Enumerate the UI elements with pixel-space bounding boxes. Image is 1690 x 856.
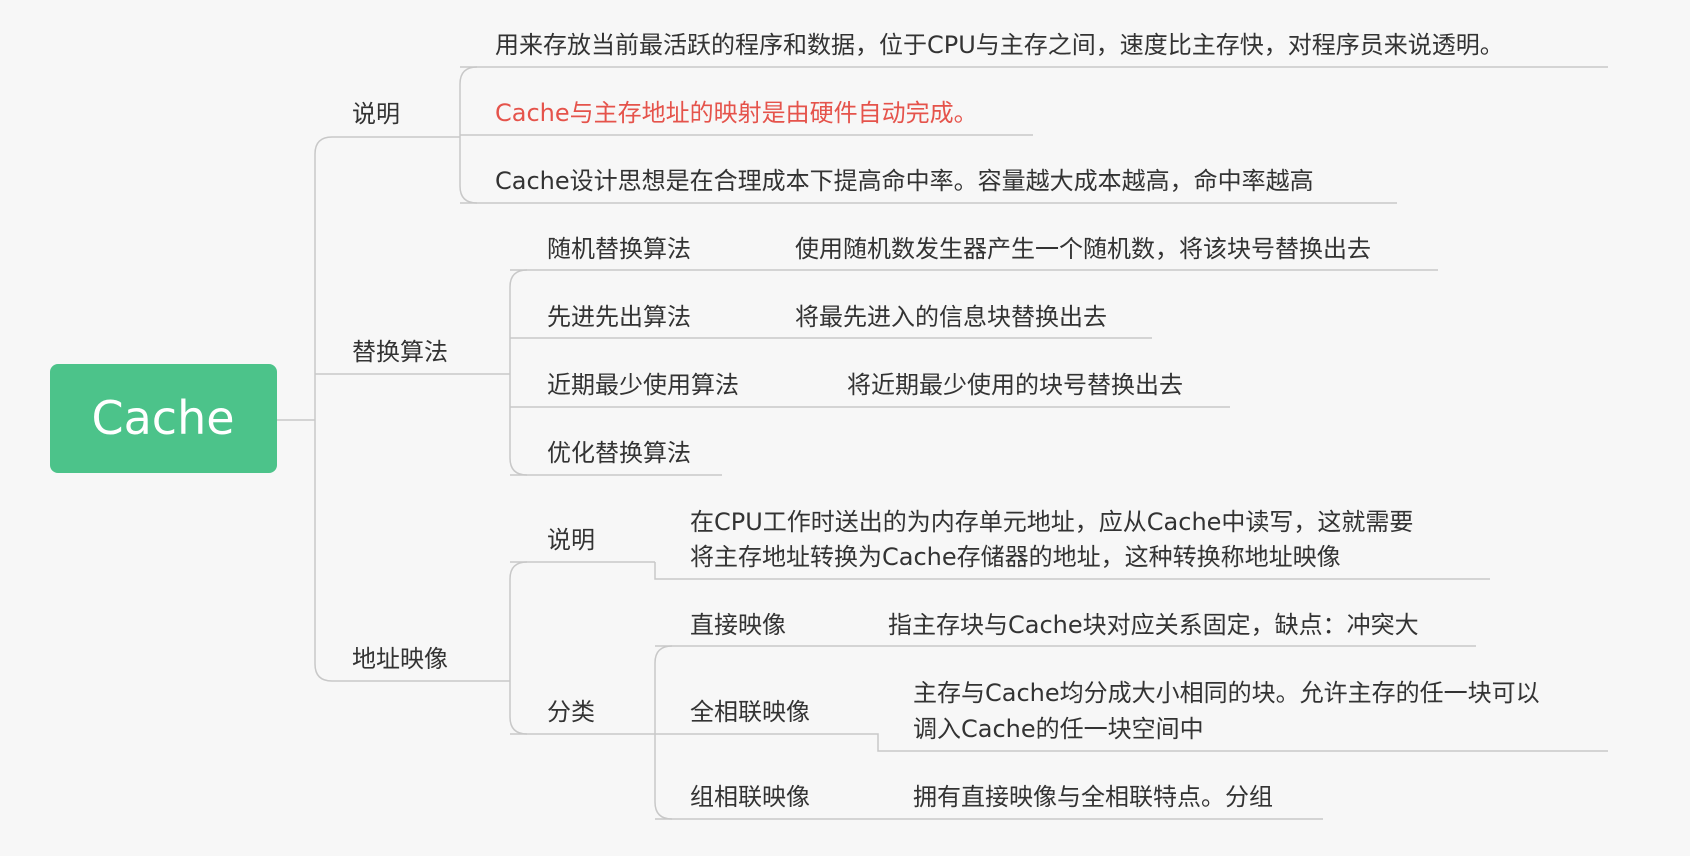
algo-fifo-label[interactable]: 先进先出算法: [547, 303, 691, 331]
root-label: Cache: [91, 391, 234, 445]
direct-mapping-label[interactable]: 直接映像: [690, 611, 786, 639]
set-associative-label[interactable]: 组相联映像: [690, 783, 810, 811]
branch-replacement-label[interactable]: 替换算法: [352, 338, 448, 366]
algo-random-desc[interactable]: 使用随机数发生器产生一个随机数，将该块号替换出去: [795, 235, 1371, 263]
connector-lines: [277, 66, 1608, 820]
description-item-2[interactable]: Cache与主存地址的映射是由硬件自动完成。: [495, 99, 978, 127]
set-associative-desc[interactable]: 拥有直接映像与全相联特点。分组: [913, 783, 1273, 811]
algo-lru-desc[interactable]: 将近期最少使用的块号替换出去: [847, 371, 1183, 399]
fully-associative-line-1[interactable]: 主存与Cache均分成大小相同的块。允许主存的任一块可以: [913, 679, 1540, 707]
algo-random-label[interactable]: 随机替换算法: [547, 235, 691, 263]
mapping-description-label[interactable]: 说明: [547, 526, 595, 554]
algo-lru-label[interactable]: 近期最少使用算法: [547, 371, 739, 399]
fully-associative-label[interactable]: 全相联映像: [690, 698, 810, 726]
branch-address-mapping-label[interactable]: 地址映像: [352, 645, 448, 673]
algo-fifo-desc[interactable]: 将最先进入的信息块替换出去: [795, 303, 1107, 331]
algo-optimal-label[interactable]: 优化替换算法: [547, 439, 691, 467]
root-node[interactable]: Cache: [50, 364, 277, 473]
branch-description-label[interactable]: 说明: [352, 100, 400, 128]
root-box: [50, 364, 277, 473]
mapping-description-line-1[interactable]: 在CPU工作时送出的为内存单元地址，应从Cache中读写，这就需要: [690, 508, 1413, 536]
fully-associative-line-2[interactable]: 调入Cache的任一块空间中: [913, 715, 1204, 743]
mapping-description-line-2[interactable]: 将主存地址转换为Cache存储器的地址，这种转换称地址映像: [690, 543, 1341, 571]
description-item-1[interactable]: 用来存放当前最活跃的程序和数据，位于CPU与主存之间，速度比主存快，对程序员来说…: [495, 31, 1504, 59]
description-item-3[interactable]: Cache设计思想是在合理成本下提高命中率。容量越大成本越高，命中率越高: [495, 167, 1314, 195]
mapping-category-label[interactable]: 分类: [547, 698, 595, 726]
direct-mapping-desc[interactable]: 指主存块与Cache块对应关系固定，缺点：冲突大: [888, 611, 1419, 639]
